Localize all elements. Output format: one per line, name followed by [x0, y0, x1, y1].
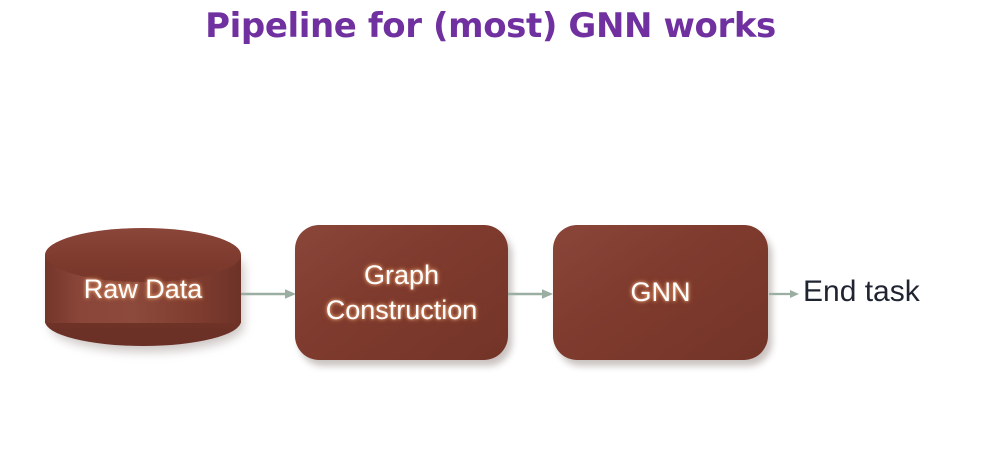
pipeline-stage-gnn[interactable]: GNN: [553, 225, 768, 360]
pipeline-stage-graph-construction[interactable]: Graph Construction: [295, 225, 508, 360]
pipeline-stage-raw-data[interactable]: Raw Data: [45, 228, 244, 352]
page-title: Pipeline for (most) GNN works: [205, 6, 776, 46]
pipeline-stage-label-raw-data: Raw Data: [83, 274, 203, 304]
pipeline-stage-label-graph-construction: Graph Construction: [325, 259, 478, 325]
connector-arrow-raw-data-to-graph-construction: [241, 287, 297, 301]
connector-arrow-graph-construction-to-gnn: [508, 287, 554, 301]
cylinder-top-ellipse: [45, 228, 241, 282]
pipeline-stage-label-gnn: GNN: [630, 277, 691, 308]
connector-arrow-gnn-to-end-task: [769, 287, 800, 301]
pipeline-stage-label-end-task: End task: [803, 275, 920, 308]
